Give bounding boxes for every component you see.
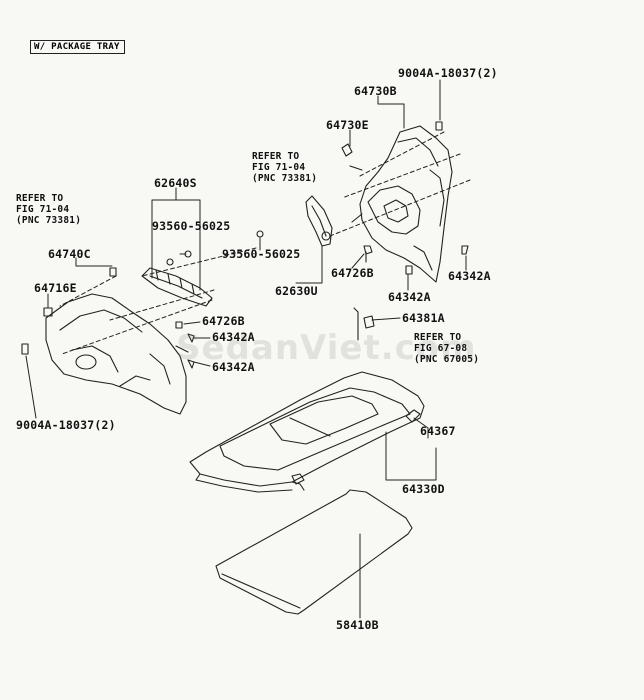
label-64716e: 64716E <box>34 281 77 295</box>
watermark: SedanViet.com <box>176 328 477 368</box>
ref-fig-67-08: REFER TO FIG 67-08 (PNC 67005) <box>414 332 480 365</box>
leader-lines <box>25 79 467 619</box>
label-64342a-center: 64342A <box>388 290 431 304</box>
ref-fig-71-04-left: REFER TO FIG 71-04 (PNC 73381) <box>16 193 82 226</box>
label-64367: 64367 <box>420 424 456 438</box>
label-9004a-18037-top: 9004A-18037(2) <box>398 66 498 80</box>
label-64330d: 64330D <box>402 482 445 496</box>
label-93560-56025-center: 93560-56025 <box>222 247 301 261</box>
label-64381a: 64381A <box>402 311 445 325</box>
phantom-lines <box>59 131 471 355</box>
label-64730b: 64730B <box>354 84 397 98</box>
label-62630u: 62630U <box>275 284 318 298</box>
tray-support-bracket-62630u <box>256 195 333 247</box>
label-64726b-right: 64726B <box>331 266 374 280</box>
label-64342a-right: 64342A <box>448 269 491 283</box>
label-62640s: 62640S <box>154 176 197 190</box>
package-tray-panel <box>189 371 425 493</box>
left-quarter-trim-panel <box>45 293 189 415</box>
luggage-deck-board <box>215 489 413 615</box>
ref-fig-71-04-center: REFER TO FIG 71-04 (PNC 73381) <box>252 151 318 184</box>
label-64730e: 64730E <box>326 118 369 132</box>
fasteners <box>21 121 469 369</box>
right-quarter-trim-panel <box>351 125 453 283</box>
label-9004a-18037-bottom: 9004A-18037(2) <box>16 418 116 432</box>
label-64726b-left: 64726B <box>202 314 245 328</box>
tray-support-bracket-62640s <box>141 250 213 307</box>
variant-tag: W/ PACKAGE TRAY <box>30 40 125 54</box>
label-58410b: 58410B <box>336 618 379 632</box>
label-64342a-left-lower: 64342A <box>212 360 255 374</box>
label-93560-56025-left: 93560-56025 <box>152 219 231 233</box>
label-64740c: 64740C <box>48 247 91 261</box>
label-64342a-left-upper: 64342A <box>212 330 255 344</box>
